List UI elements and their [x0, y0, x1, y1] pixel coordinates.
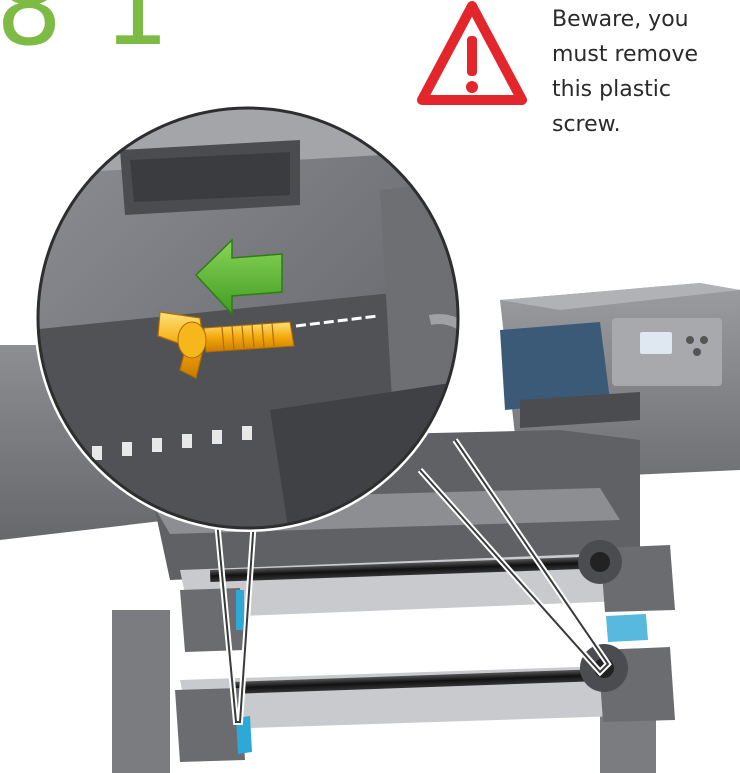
roll-label-2: 2: [680, 670, 693, 691]
warning-line: screw.: [552, 112, 621, 137]
warning-triangle-icon: [417, 1, 527, 105]
direction-arrow-icon: [194, 238, 283, 316]
plastic-screw-icon: [157, 311, 379, 379]
roll-label-1: 1: [678, 566, 691, 587]
warning-line: must remove: [552, 42, 698, 67]
warning-message: Beware, you must remove this plastic scr…: [552, 2, 732, 142]
zoom-detail: [34, 104, 462, 532]
callout-lines: [212, 438, 612, 725]
slot-row: [92, 426, 252, 460]
printer-leg-left: [112, 610, 170, 773]
roll-holder-1: [180, 540, 675, 652]
warning-line: Beware, you: [552, 7, 689, 32]
step-number: 8 1: [0, 0, 174, 69]
warning-line: this plastic: [552, 77, 671, 102]
roll-holder-2: [175, 614, 675, 762]
